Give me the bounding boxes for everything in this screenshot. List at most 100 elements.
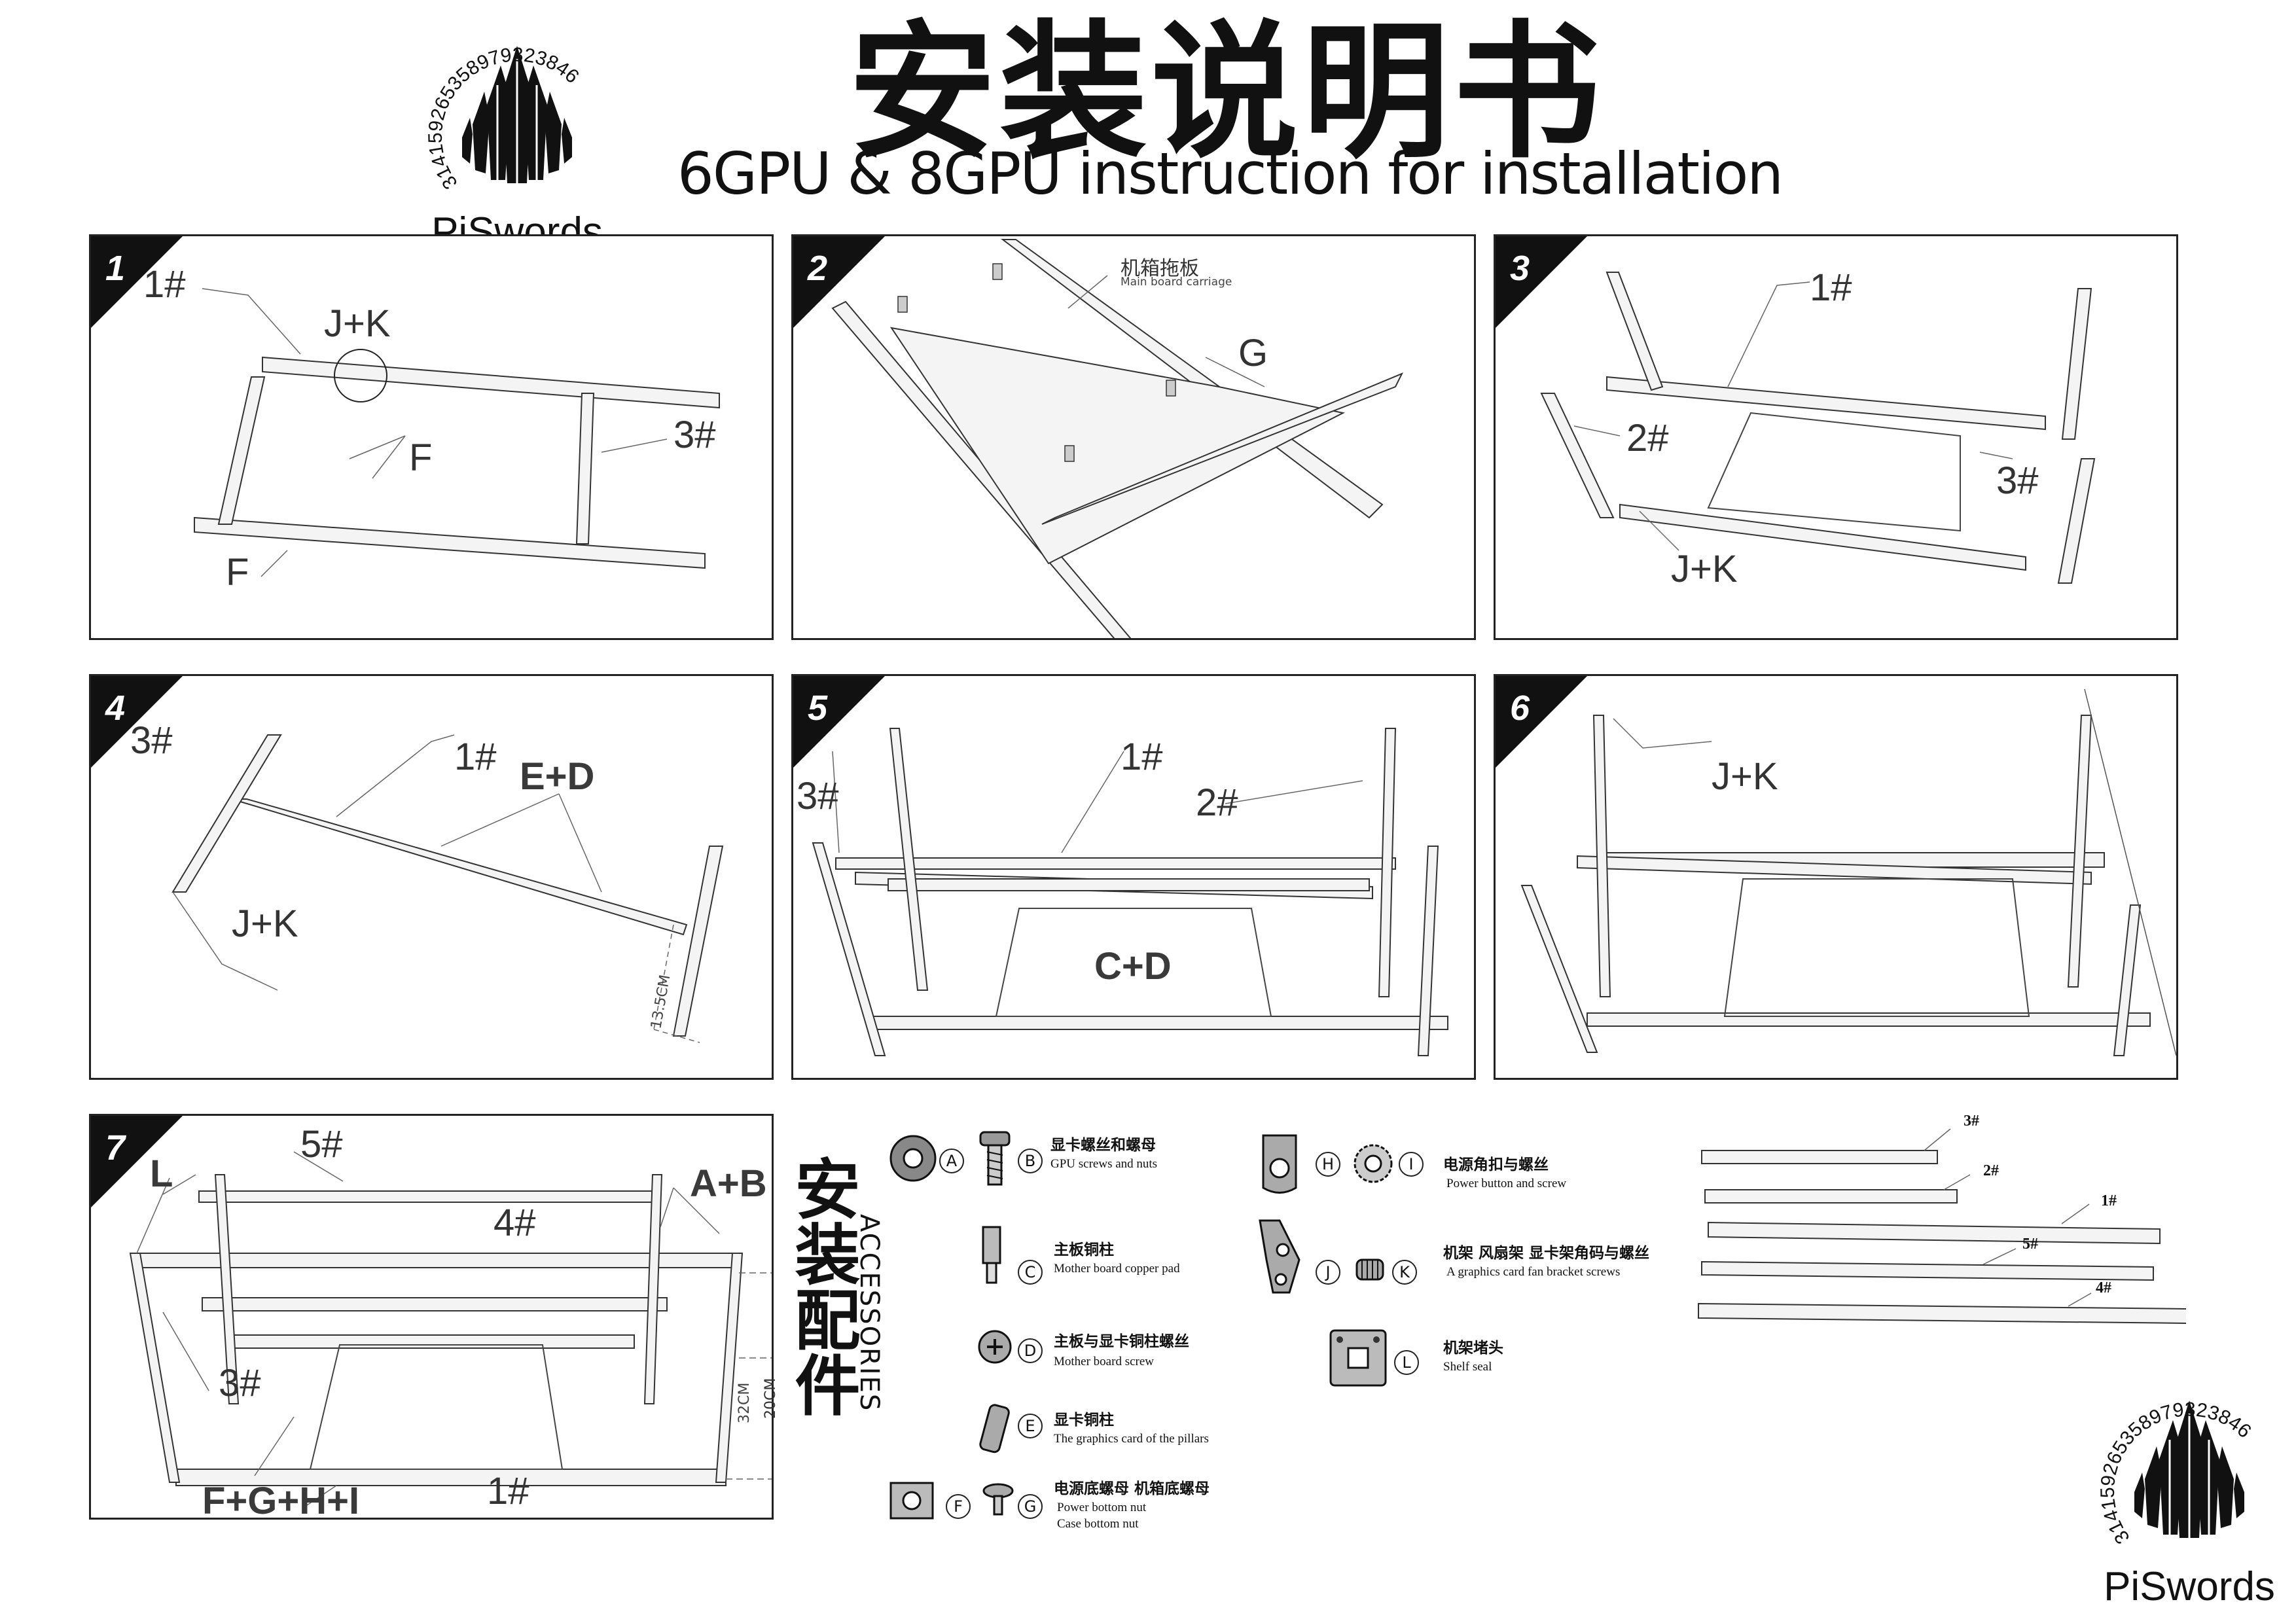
- page-subtitle: 6GPU & 8GPU instruction for installation: [677, 140, 1784, 207]
- accessory-hi-en: Power button and screw: [1446, 1177, 1567, 1190]
- accessory-e-cn: 显卡铜柱: [1054, 1411, 1114, 1429]
- accessory-fg-cn: 电源底螺母 机箱底螺母: [1054, 1480, 1210, 1497]
- step-7-dimension-20: 20CM: [762, 1378, 779, 1419]
- step-3-number: 3: [1510, 249, 1530, 288]
- step-4-number: 4: [105, 688, 126, 728]
- accessory-e-en: The graphics card of the pillars: [1054, 1432, 1209, 1446]
- set-screw-icon: [1355, 1258, 1384, 1281]
- step-1-badge: [91, 236, 183, 328]
- step-7-number: 7: [105, 1128, 126, 1168]
- step-6-number: 6: [1510, 688, 1530, 728]
- accessory-jk-cn: 机架 风扇架 显卡架角码与螺丝: [1443, 1244, 1650, 1262]
- step-7-label-ab: A+B: [690, 1162, 767, 1205]
- step-3-badge: [1496, 236, 1587, 328]
- step-4-label-jk: J+K: [232, 902, 298, 945]
- step-7-label-4#: 4#: [493, 1202, 536, 1244]
- letter-f: F: [946, 1494, 971, 1519]
- step-panel-3: 3 1# 2# 3# J+K: [1494, 234, 2178, 640]
- rails-drawing: [1698, 1128, 2190, 1325]
- accessory-fg: F G 电源底螺母 机箱底螺母 Power bottom nut Case bo…: [887, 1476, 1293, 1548]
- accessory-ab: A B 显卡螺丝和螺母 GPU screws and nuts: [887, 1129, 1253, 1207]
- rail-label-2#: 2#: [1983, 1162, 1999, 1179]
- step-1-label-f-lower: F: [226, 551, 249, 594]
- pillar-icon: [979, 1404, 1010, 1454]
- end-cap-icon: [1329, 1329, 1387, 1387]
- accessory-c: C 主板铜柱 Mother board copper pad: [975, 1224, 1342, 1296]
- step-7-label-1#: 1#: [487, 1470, 529, 1512]
- accessories-title-en: ACCESSORIES: [854, 1214, 884, 1412]
- step-5-number: 5: [808, 688, 828, 728]
- step-4-label-ed: E+D: [520, 755, 595, 798]
- screw-icon: [979, 1131, 1011, 1186]
- rail-label-1#: 1#: [2101, 1192, 2117, 1209]
- rail-label-5#: 5#: [2022, 1236, 2038, 1253]
- step-4-dimension: 13.5CM: [648, 974, 673, 1030]
- logo-wordmark: PiSwords: [2104, 1564, 2275, 1609]
- step-7-label-3#: 3#: [219, 1362, 261, 1404]
- step-4-label-1#: 1#: [454, 736, 497, 778]
- step-3-label-jk: J+K: [1671, 548, 1738, 590]
- accessory-hi-cn: 电源角扣与螺丝: [1443, 1156, 1549, 1173]
- step-3-label-3#: 3#: [1996, 459, 2039, 502]
- step-7-dimension-32: 32CM: [736, 1383, 753, 1423]
- accessory-d: D 主板与显卡铜柱螺丝 Mother board screw: [975, 1325, 1342, 1384]
- step-5-diagram: [812, 728, 1448, 1056]
- accessory-jk: J K 机架 风扇架 显卡架角码与螺丝 A graphics card fan …: [1253, 1214, 1698, 1306]
- corner-clip-icon: [1262, 1134, 1297, 1194]
- accessory-fg-en: Power bottom nut: [1057, 1501, 1147, 1514]
- piswords-logo: 314159265358979323846 PiSwords: [419, 20, 615, 255]
- logo-emblem-icon: 314159265358979323846: [2097, 1399, 2255, 1548]
- step-7-label-l: L: [150, 1152, 173, 1195]
- step-4-badge: [91, 676, 183, 768]
- rail-parts: 3# 2# 1# 5# 4#: [1689, 1113, 2190, 1348]
- accessory-hi: H I 电源角扣与螺丝 Power button and screw: [1253, 1129, 1672, 1207]
- letter-a: A: [939, 1149, 964, 1173]
- step-panel-1: 1 1# J+K F 3# F: [89, 234, 774, 640]
- step-7-label-5#: 5#: [300, 1123, 343, 1166]
- nut-icon: [889, 1135, 937, 1182]
- step-3-label-1#: 1#: [1810, 266, 1852, 309]
- standoff-icon: [982, 1226, 1001, 1284]
- step-6-diagram: [1520, 688, 2176, 1056]
- letter-c: C: [1018, 1260, 1043, 1285]
- step-6-badge: [1496, 676, 1587, 768]
- square-nut-icon: [889, 1482, 934, 1520]
- step-5-badge: [793, 676, 885, 768]
- letter-g: G: [1018, 1494, 1043, 1519]
- accessories-title-cn: 安装配件: [783, 1155, 860, 1417]
- accessory-l-en: Shelf seal: [1443, 1360, 1492, 1374]
- step-1-label-3#: 3#: [673, 414, 716, 456]
- letter-k: K: [1392, 1260, 1417, 1285]
- accessory-l: L 机架堵头 Shelf seal: [1325, 1325, 1653, 1404]
- accessory-l-cn: 机架堵头: [1443, 1339, 1503, 1357]
- step-4-label-3#: 3#: [130, 719, 173, 762]
- step-panel-4: 13.5CM 4 3# 1# E+D J+K: [89, 674, 774, 1080]
- letter-d: D: [1018, 1338, 1043, 1363]
- letter-l: L: [1394, 1350, 1419, 1375]
- step-2-badge: [793, 236, 885, 328]
- step-7-badge: [91, 1116, 183, 1207]
- letter-j: J: [1316, 1260, 1340, 1285]
- step-6-label-jk: J+K: [1712, 755, 1778, 798]
- step-5-label-cd: C+D: [1094, 945, 1172, 988]
- letter-h: H: [1316, 1152, 1340, 1177]
- step-1-number: 1: [105, 249, 126, 288]
- step-1-label-1#: 1#: [143, 263, 186, 306]
- gear-nut-icon: [1354, 1144, 1393, 1183]
- letter-b: B: [1018, 1149, 1043, 1173]
- step-7-label-fghi: F+G+H+I: [202, 1480, 360, 1520]
- step-5-label-1#: 1#: [1121, 736, 1163, 778]
- page-title: 安装说明书: [848, 7, 1605, 179]
- corner-bracket-icon: [1259, 1219, 1300, 1294]
- letter-i: I: [1399, 1152, 1424, 1177]
- logo-emblem-icon: 314159265358979323846: [425, 44, 583, 193]
- step-3-diagram: [1540, 272, 2096, 584]
- accessory-ab-en: GPU screws and nuts: [1050, 1157, 1158, 1171]
- rail-label-4#: 4#: [2096, 1279, 2111, 1296]
- screw-icon: [978, 1330, 1012, 1364]
- step-panel-6: 6 J+K: [1494, 674, 2178, 1080]
- step-2-label-cn: 机箱拖板: [1121, 257, 1199, 280]
- step-1-diagram: [194, 288, 720, 577]
- rail-label-3#: 3#: [1964, 1113, 1979, 1130]
- step-2-label-g: G: [1238, 332, 1268, 374]
